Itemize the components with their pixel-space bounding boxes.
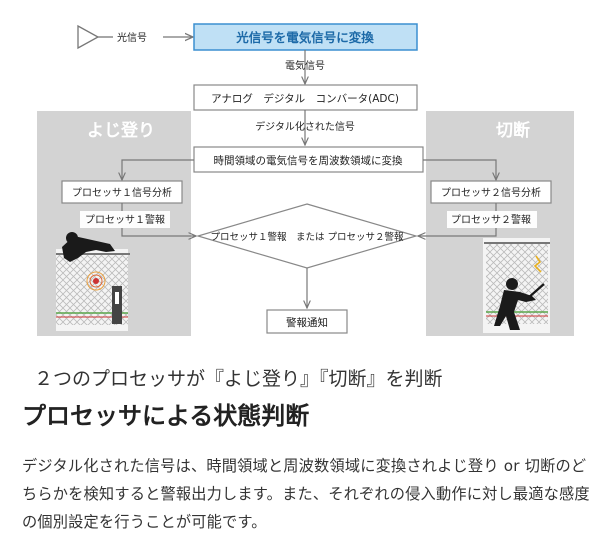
processor2-box-label: プロセッサ２信号分析 xyxy=(441,186,541,199)
processor2-alarm-tag xyxy=(447,211,537,228)
processor1-alarm-tag xyxy=(80,211,170,228)
processor1-alarm-label: プロセッサ１警報 xyxy=(85,213,165,226)
converter-box-label: 光信号を電気信号に変換 xyxy=(235,30,374,45)
alarm-notify-label: 警報通知 xyxy=(286,316,328,329)
section-heading: プロセッサによる状態判断 xyxy=(22,402,310,430)
processor2-box xyxy=(430,180,552,204)
right-panel-title: 切断 xyxy=(496,120,530,141)
flow-diagram: よじ登り 切断 光信号 光信号を電気信号に変換 電気信号 アナログ デジタル コ… xyxy=(37,23,574,336)
cutting-intruder-illustration xyxy=(483,238,550,333)
alarm-notify-box xyxy=(266,309,348,334)
adc-box-label: アナログ デジタル コンバータ(ADC) xyxy=(211,92,399,105)
processor2-alarm-label: プロセッサ２警報 xyxy=(451,213,531,226)
section-body: デジタル化された信号は、時間領域と周波数領域に変換されよじ登り or 切断のどち… xyxy=(22,457,590,531)
electrical-signal-label: 電気信号 xyxy=(285,59,325,72)
digitized-signal-label: デジタル化された信号 xyxy=(255,120,355,133)
input-label: 光信号 xyxy=(117,31,147,44)
optical-sensor-icon xyxy=(77,24,113,50)
transform-box-label: 時間領域の電気信号を周波数領域に変換 xyxy=(214,154,403,167)
left-panel-title: よじ登り xyxy=(87,120,155,141)
decision-diamond-label: プロセッサ１警報 または プロセッサ２警報 xyxy=(210,231,404,243)
converter-box xyxy=(193,23,418,51)
section-subhead: ２つのプロセッサが『よじ登り』『切断』を判断 xyxy=(34,368,443,390)
processor1-box-label: プロセッサ１信号分析 xyxy=(72,186,172,199)
climbing-intruder-illustration xyxy=(56,232,130,331)
